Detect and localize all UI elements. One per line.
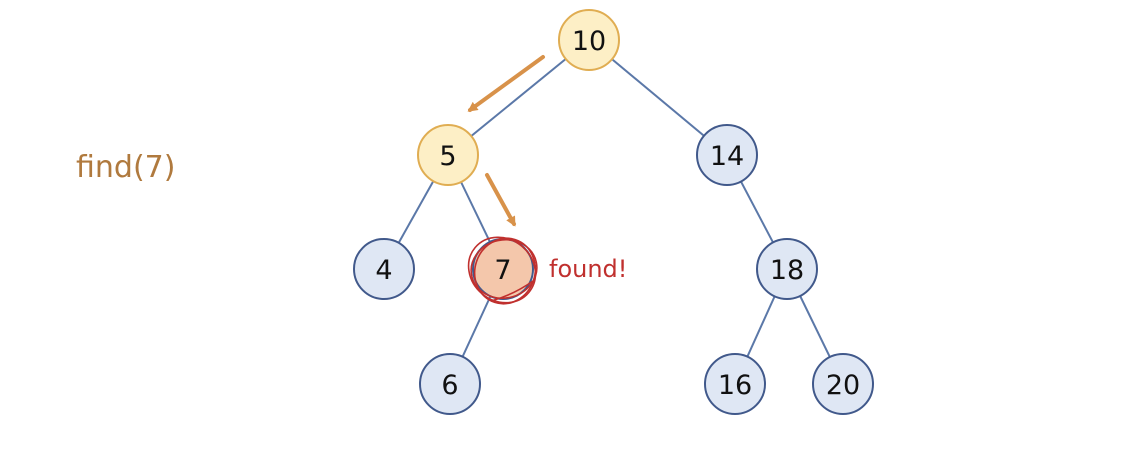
found-scribble-loop (470, 239, 538, 299)
found-scribble-tail (490, 280, 534, 302)
nodes-layer: 10 5 14 4 7 18 6 16 20 (353, 9, 874, 415)
node-circle (812, 353, 874, 415)
tree-node-20: 20 (812, 353, 874, 415)
tree-node-5: 5 (417, 124, 479, 186)
node-label: 5 (439, 141, 456, 172)
node-label: 4 (375, 255, 392, 286)
tree-node-10: 10 (558, 9, 620, 71)
node-circle (417, 124, 479, 186)
node-circle (419, 353, 481, 415)
node-label: 16 (718, 370, 752, 401)
found-label: found! (549, 255, 628, 283)
found-circle-annotation (467, 236, 538, 305)
search-arrow-n10-n5 (467, 55, 545, 112)
edges-layer (383, 39, 844, 385)
node-label: 6 (441, 370, 458, 401)
node-label: 7 (494, 255, 511, 286)
found-scribble-loop (473, 237, 537, 305)
tree-node-16: 16 (704, 353, 766, 415)
node-circle (704, 353, 766, 415)
search-path-arrows (467, 55, 545, 227)
tree-node-6: 6 (419, 353, 481, 415)
node-label: 20 (826, 370, 860, 401)
operation-label: find(7) (76, 150, 176, 185)
tree-node-18: 18 (756, 238, 818, 300)
node-circle (353, 238, 415, 300)
tree-node-14: 14 (696, 124, 758, 186)
found-scribble-loop (467, 236, 537, 304)
node-label: 18 (770, 255, 804, 286)
node-label: 14 (710, 141, 744, 172)
node-circle (696, 124, 758, 186)
node-circle (756, 238, 818, 300)
node-circle (558, 9, 620, 71)
tree-node-4: 4 (353, 238, 415, 300)
search-arrow-n5-n7 (485, 173, 516, 227)
node-label: 10 (572, 26, 606, 57)
